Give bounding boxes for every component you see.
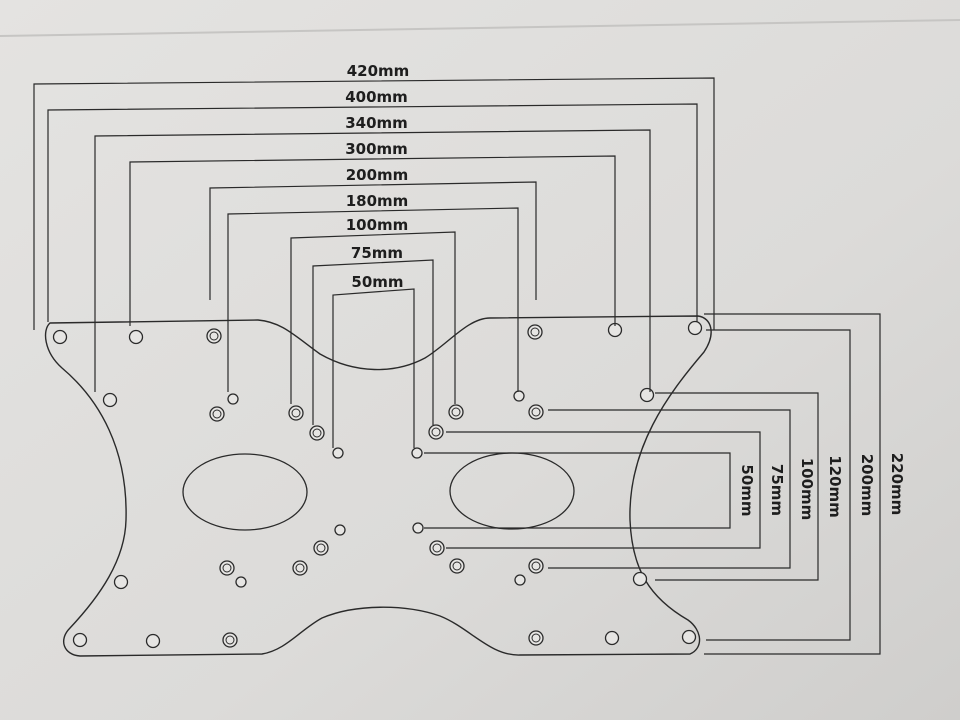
mounting-hole — [206, 328, 222, 344]
horizontal-dimension-label: 300mm — [345, 140, 408, 158]
mounting-hole — [632, 571, 648, 587]
mounting-hole — [332, 447, 344, 459]
mounting-hole — [528, 558, 544, 574]
mounting-hole-inner-ring — [212, 409, 222, 419]
mounting-hole — [313, 540, 329, 556]
vertical-dimension-label: 120mm — [826, 455, 844, 518]
mounting-holes — [52, 320, 703, 649]
horizontal-dimension-line — [332, 288, 415, 448]
vertical-dimension-line — [655, 392, 819, 581]
horizontal-dimension-label: 180mm — [346, 192, 409, 210]
mounting-hole-inner-ring — [452, 561, 462, 571]
mounting-hole-inner-ring — [225, 635, 235, 645]
plate-outline — [44, 315, 712, 657]
horizontal-dimension-label: 50mm — [351, 273, 403, 291]
mounting-hole — [514, 574, 526, 586]
mounting-hole-inner-ring — [432, 543, 442, 553]
mounting-hole-inner-ring — [531, 407, 541, 417]
vertical-dimension-label: 100mm — [798, 458, 816, 521]
horizontal-dimension-label: 420mm — [347, 62, 410, 80]
horizontal-dimension-line — [129, 155, 616, 326]
horizontal-dimension-line — [227, 207, 519, 392]
horizontal-dimension-label: 75mm — [351, 244, 403, 262]
mounting-hole — [145, 633, 161, 649]
mounting-hole-inner-ring — [451, 407, 461, 417]
mounting-hole — [429, 540, 445, 556]
mounting-hole — [288, 405, 304, 421]
vertical-dimension-line — [446, 431, 761, 549]
vertical-dimension-line — [548, 409, 791, 569]
horizontal-dimension-label: 200mm — [346, 166, 409, 184]
plate-left-oval-cutout — [182, 453, 308, 531]
horizontal-dimension-line — [290, 231, 456, 404]
mounting-hole — [102, 392, 118, 408]
mounting-hole — [448, 404, 464, 420]
mounting-hole-inner-ring — [222, 563, 232, 573]
mounting-hole — [412, 522, 424, 534]
horizontal-dimension-line — [47, 103, 698, 322]
horizontal-dimension-line — [94, 129, 651, 392]
horizontal-dimension-label: 100mm — [346, 216, 409, 234]
mounting-hole — [209, 406, 225, 422]
mounting-hole — [528, 404, 544, 420]
horizontal-dimension-lines: 420mm 400mm 340mm 300mm 200mm 180mm 100mm 75mm 5… — [33, 62, 715, 448]
box-fold-line — [0, 19, 960, 37]
mounting-hole — [292, 560, 308, 576]
mounting-hole — [528, 630, 544, 646]
mounting-hole-inner-ring — [531, 561, 541, 571]
vertical-dimension-line — [704, 313, 881, 655]
mounting-hole-inner-ring — [209, 331, 219, 341]
vertical-dimension-line — [424, 452, 731, 529]
vertical-dimension-label: 200mm — [858, 454, 876, 517]
mounting-hole-inner-ring — [530, 327, 540, 337]
mounting-hole-inner-ring — [431, 427, 441, 437]
horizontal-dimension-label: 400mm — [345, 88, 408, 106]
mounting-hole — [639, 387, 655, 403]
vertical-dimension-label: 50mm — [738, 464, 756, 516]
mounting-hole-inner-ring — [316, 543, 326, 553]
mounting-hole — [227, 393, 239, 405]
mounting-hole — [513, 390, 525, 402]
mounting-hole — [72, 632, 88, 648]
mounting-hole — [428, 424, 444, 440]
mounting-hole — [411, 447, 423, 459]
mounting-hole-inner-ring — [291, 408, 301, 418]
mounting-hole — [449, 558, 465, 574]
mounting-hole — [604, 630, 620, 646]
mounting-hole — [113, 574, 129, 590]
mounting-hole — [128, 329, 144, 345]
mounting-hole — [309, 425, 325, 441]
mounting-hole — [52, 329, 68, 345]
horizontal-dimension-line — [33, 77, 715, 330]
vertical-dimension-lines: 50mm 75mm 100mm 120mm 200mm 220mm — [424, 313, 906, 655]
mounting-hole — [681, 629, 697, 645]
horizontal-dimension-line — [312, 259, 434, 425]
vertical-dimension-label: 75mm — [768, 464, 786, 516]
mounting-hole-inner-ring — [295, 563, 305, 573]
horizontal-dimension-line — [209, 181, 537, 300]
mounting-hole — [222, 632, 238, 648]
mounting-hole — [687, 320, 703, 336]
mounting-hole — [219, 560, 235, 576]
mounting-hole — [527, 324, 543, 340]
mounting-hole — [334, 524, 346, 536]
vertical-dimension-line — [706, 329, 851, 641]
mounting-hole-inner-ring — [312, 428, 322, 438]
vertical-dimension-label: 220mm — [888, 453, 906, 516]
mounting-hole — [235, 576, 247, 588]
horizontal-dimension-label: 340mm — [345, 114, 408, 132]
mounting-hole-inner-ring — [531, 633, 541, 643]
